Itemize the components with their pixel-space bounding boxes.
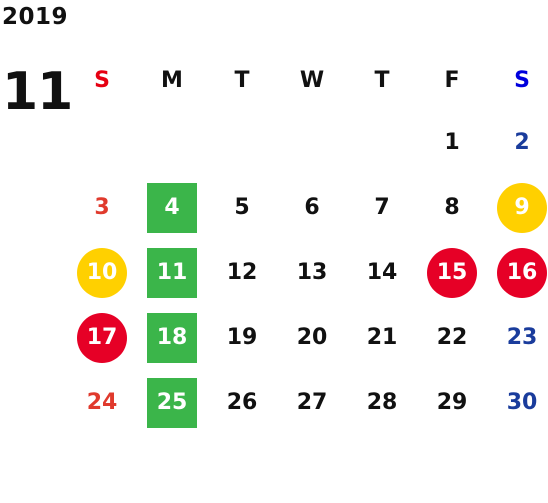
weekday-header-friday: F — [444, 67, 460, 93]
day-cell[interactable]: 23 — [487, 305, 548, 370]
day-cell[interactable]: 29 — [417, 370, 487, 435]
calendar-year: 2019 — [2, 4, 69, 30]
day-cell[interactable]: 22 — [417, 305, 487, 370]
weekday-header-saturday: S — [514, 67, 530, 93]
day-cell[interactable]: 20 — [277, 305, 347, 370]
day-cell[interactable]: 16 — [487, 240, 548, 305]
day-cell[interactable]: 30 — [487, 370, 548, 435]
day-number: 17 — [77, 312, 127, 363]
day-cell[interactable]: 7 — [347, 175, 417, 240]
day-number: 27 — [296, 390, 328, 415]
day-number: 3 — [94, 195, 110, 220]
day-number: 22 — [436, 325, 468, 350]
day-number: 5 — [234, 195, 250, 220]
weekday-header-sunday: S — [94, 67, 110, 93]
day-cell[interactable]: 5 — [207, 175, 277, 240]
day-number: 24 — [86, 390, 118, 415]
day-cell[interactable]: 9 — [487, 175, 548, 240]
day-cell[interactable]: 12 — [207, 240, 277, 305]
day-number: 14 — [366, 260, 398, 285]
day-number: 26 — [226, 390, 258, 415]
day-number: 20 — [296, 325, 328, 350]
day-cell[interactable]: 6 — [277, 175, 347, 240]
day-number: 28 — [366, 390, 398, 415]
day-cell[interactable]: 24 — [67, 370, 137, 435]
day-number: 9 — [497, 182, 547, 233]
empty-day-cell — [67, 110, 137, 175]
day-number: 7 — [374, 195, 390, 220]
day-cell[interactable]: 1 — [417, 110, 487, 175]
day-cell[interactable]: 14 — [347, 240, 417, 305]
day-number: 11 — [147, 247, 197, 298]
day-number: 19 — [226, 325, 258, 350]
weekday-header-thursday: T — [374, 67, 390, 93]
day-number: 30 — [506, 390, 538, 415]
day-number: 25 — [147, 377, 197, 428]
day-cell[interactable]: 13 — [277, 240, 347, 305]
day-number: 18 — [147, 312, 197, 363]
day-cell[interactable]: 10 — [67, 240, 137, 305]
day-number: 23 — [506, 325, 538, 350]
day-cell[interactable]: 19 — [207, 305, 277, 370]
day-number: 21 — [366, 325, 398, 350]
empty-day-cell — [207, 110, 277, 175]
day-cell[interactable]: 17 — [67, 305, 137, 370]
day-number: 13 — [296, 260, 328, 285]
weekday-header-wednesday: W — [299, 67, 325, 93]
day-cell[interactable]: 27 — [277, 370, 347, 435]
day-number: 10 — [77, 247, 127, 298]
day-cell[interactable]: 26 — [207, 370, 277, 435]
day-cell[interactable]: 21 — [347, 305, 417, 370]
day-cell[interactable]: 2 — [487, 110, 548, 175]
day-number: 16 — [497, 247, 547, 298]
day-number: 6 — [304, 195, 320, 220]
day-number: 4 — [147, 182, 197, 233]
day-number: 1 — [444, 130, 460, 155]
day-number: 29 — [436, 390, 468, 415]
day-cell[interactable]: 25 — [137, 370, 207, 435]
day-cell[interactable]: 8 — [417, 175, 487, 240]
empty-day-cell — [347, 110, 417, 175]
weekday-header-tuesday: T — [234, 67, 250, 93]
day-number: 8 — [444, 195, 460, 220]
day-number: 2 — [514, 130, 530, 155]
day-number: 15 — [427, 247, 477, 298]
day-cell[interactable]: 18 — [137, 305, 207, 370]
day-number: 12 — [226, 260, 258, 285]
day-cell[interactable]: 15 — [417, 240, 487, 305]
empty-day-cell — [277, 110, 347, 175]
day-cell[interactable]: 3 — [67, 175, 137, 240]
day-cell[interactable]: 4 — [137, 175, 207, 240]
calendar-month: 11 — [2, 62, 73, 122]
empty-day-cell — [137, 110, 207, 175]
day-cell[interactable]: 11 — [137, 240, 207, 305]
weekday-header-monday: M — [161, 67, 183, 93]
day-cell[interactable]: 28 — [347, 370, 417, 435]
